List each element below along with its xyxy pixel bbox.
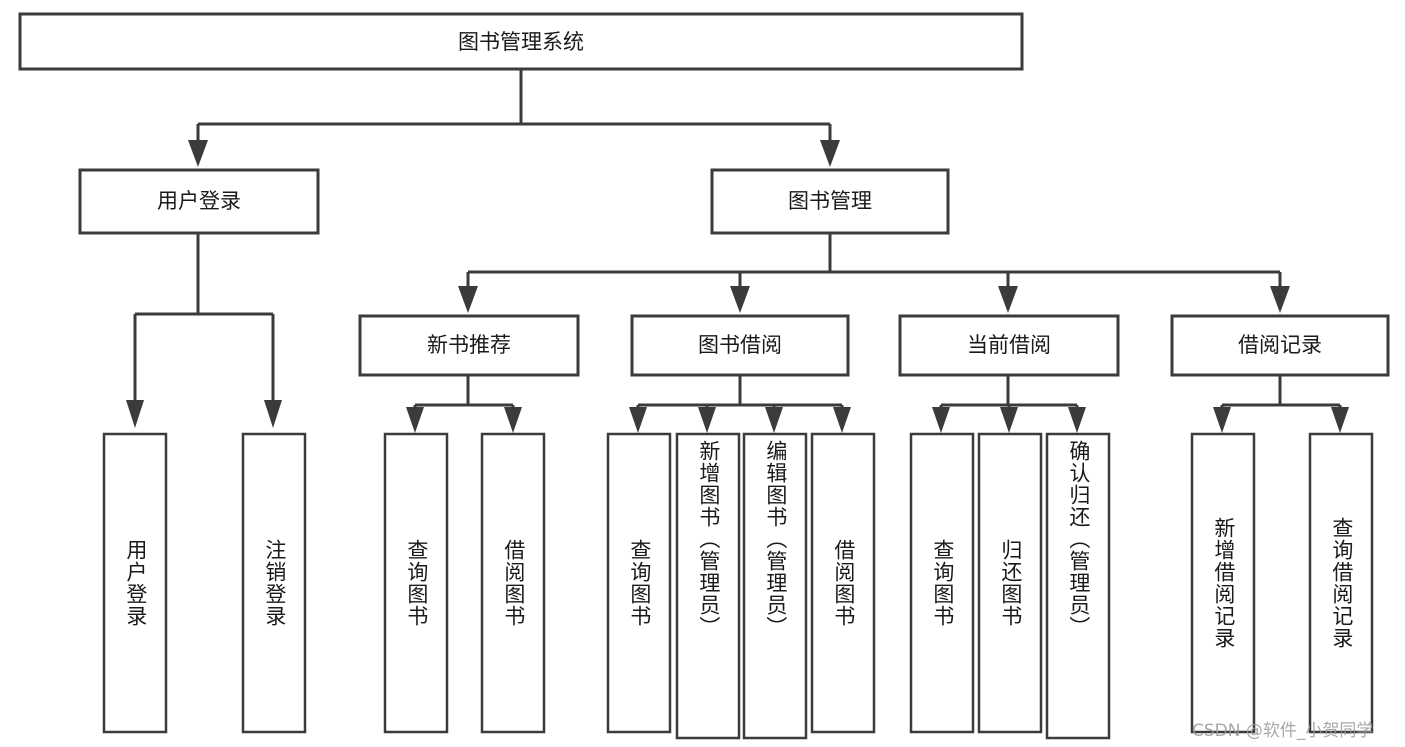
node-borrow-record-label: 借阅记录 <box>1238 333 1322 357</box>
arrow-head-book-borrow <box>730 286 750 313</box>
arrow-head-leaf-add-record <box>1213 407 1231 433</box>
arrow-head-leaf-query-book-3 <box>932 407 950 433</box>
node-leaf-user-login-box[interactable] <box>102 432 168 734</box>
arrow-head-new-book-rec <box>458 286 478 313</box>
node-current-borrow-label: 当前借阅 <box>967 333 1051 357</box>
node-leaf-query-book-2-box[interactable] <box>606 432 672 734</box>
node-book-manage-box[interactable] <box>710 168 950 235</box>
node-book-manage[interactable]: 图书管理 <box>710 168 950 235</box>
watermark-text: CSDN @软件_小贺同学 <box>1192 721 1374 741</box>
node-leaf-edit-book-box[interactable] <box>742 432 808 740</box>
node-leaf-borrow-book-2-box[interactable] <box>810 432 876 734</box>
connectors-book-borrow-to-leaves <box>629 375 851 433</box>
arrow-head-leaf-edit-book <box>765 407 783 433</box>
arrow-head-leaf-query-book-1 <box>406 407 424 433</box>
node-root[interactable]: 图书管理系统 <box>18 12 1024 71</box>
arrow-head-leaf-logout <box>264 400 282 428</box>
arrow-head-leaf-query-book-2 <box>629 407 647 433</box>
node-current-borrow-box[interactable] <box>898 314 1120 377</box>
arrow-head-leaf-user-login <box>126 400 144 428</box>
node-user-login[interactable]: 用户登录 <box>78 168 320 235</box>
node-leaf-query-book-3-box[interactable] <box>909 432 975 734</box>
connectors-current-borrow-to-leaves <box>932 375 1086 433</box>
node-new-book-rec-box[interactable] <box>358 314 580 377</box>
arrow-head-leaf-add-book <box>698 407 716 433</box>
arrow-head-leaf-borrow-book-1 <box>504 407 522 433</box>
node-current-borrow[interactable]: 当前借阅 <box>898 314 1120 377</box>
arrow-head-leaf-borrow-book-2 <box>833 407 851 433</box>
connectors-book-manage-to-level3 <box>458 233 1290 313</box>
node-user-login-label: 用户登录 <box>157 189 241 213</box>
connectors-root-to-level2 <box>188 69 840 167</box>
node-book-borrow-box[interactable] <box>630 314 850 377</box>
node-new-book-rec-label: 新书推荐 <box>427 333 511 357</box>
node-borrow-record[interactable]: 借阅记录 <box>1170 314 1390 377</box>
arrow-head-book-manage <box>820 140 840 167</box>
node-root-box[interactable] <box>18 12 1024 71</box>
node-book-manage-label: 图书管理 <box>788 189 872 213</box>
connectors-user-login-to-leaves <box>126 233 282 428</box>
arrow-head-leaf-return-book <box>1000 407 1018 433</box>
node-leaf-return-book-box[interactable] <box>977 432 1043 734</box>
arrow-head-leaf-confirm-return <box>1068 407 1086 433</box>
node-leaf-logout-box[interactable] <box>241 432 307 734</box>
connectors-borrow-record-to-leaves <box>1213 375 1349 433</box>
node-book-borrow-label: 图书借阅 <box>698 333 782 357</box>
node-leaf-borrow-book-1-box[interactable] <box>480 432 546 734</box>
arrow-head-leaf-query-record <box>1331 407 1349 433</box>
arrow-head-current-borrow <box>998 286 1018 313</box>
node-leaf-query-record-box[interactable] <box>1308 432 1374 734</box>
node-leaf-confirm-return-box[interactable] <box>1045 432 1111 740</box>
connectors-new-book-rec-to-leaves <box>406 375 522 433</box>
arrow-head-user-login <box>188 140 208 167</box>
node-leaf-add-book-box[interactable] <box>675 432 741 740</box>
node-new-book-rec[interactable]: 新书推荐 <box>358 314 580 377</box>
arrow-head-borrow-record <box>1270 286 1290 313</box>
node-leaf-add-record-box[interactable] <box>1190 432 1256 734</box>
node-borrow-record-box[interactable] <box>1170 314 1390 377</box>
node-book-borrow[interactable]: 图书借阅 <box>630 314 850 377</box>
node-leaf-query-book-1-box[interactable] <box>383 432 449 734</box>
node-root-label: 图书管理系统 <box>458 30 584 54</box>
node-user-login-box[interactable] <box>78 168 320 235</box>
